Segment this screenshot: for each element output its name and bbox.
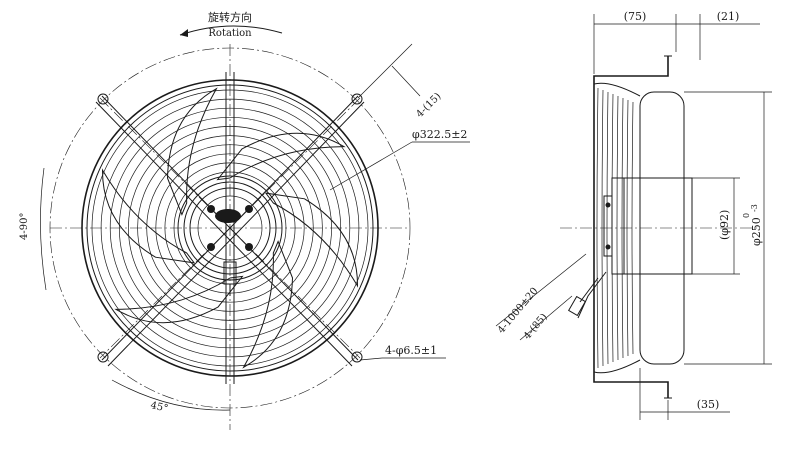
dim-bolt-circle: φ322.5±2 — [412, 128, 467, 141]
dim-flange-offset: (21) — [717, 10, 740, 23]
fan-blade — [216, 132, 346, 181]
guard-wire-profile — [631, 101, 634, 355]
dim-guard-tol-upper: 0 — [742, 213, 751, 218]
dim-strip-leader — [519, 295, 573, 341]
motor-screw — [605, 244, 611, 250]
spoke-b-edge-2 — [107, 101, 365, 367]
motor-rear-cap — [603, 195, 613, 257]
dim-angle-spacing: 4-90° — [19, 213, 30, 240]
fan-blade — [101, 168, 196, 264]
dim-bolt-leader — [329, 141, 413, 191]
dim-motor-diameter: (φ92) — [718, 210, 731, 240]
fan-blades — [101, 87, 359, 369]
guard-rim-bottom — [593, 359, 641, 374]
mount-hole-ne — [351, 93, 363, 105]
motor-screw — [605, 202, 611, 208]
guard-rim-top — [593, 82, 641, 97]
dim-slot-line — [391, 65, 421, 97]
dim-slot-extension — [357, 43, 413, 99]
dim-base-depth: (35) — [697, 398, 720, 411]
cable-edge — [579, 277, 599, 303]
brand-logo — [215, 209, 241, 223]
fan-blade — [264, 192, 359, 288]
dim-guard-diameter: φ250 — [750, 217, 763, 246]
guard-wire-profile — [596, 87, 599, 369]
dim-angle-offset: 45° — [149, 400, 169, 414]
rotation-label-cn: 旋转方向 — [208, 10, 252, 24]
mount-hole-sw — [97, 351, 109, 363]
dim-guard-tol-lower: -3 — [750, 204, 759, 212]
dim-cable-strip: 4-(85) — [522, 312, 550, 342]
guard-wire-profile — [616, 95, 619, 361]
mount-holes — [97, 93, 363, 363]
dim-cable-leader — [495, 253, 587, 327]
rotation-label-en: Rotation — [208, 28, 252, 39]
mount-hole-se — [351, 351, 363, 363]
dim-hole-callout: 4-φ6.5±1 — [385, 344, 437, 357]
centerline-diag-2 — [99, 97, 361, 359]
fan-blade — [166, 87, 218, 216]
fan-blade — [242, 240, 294, 369]
rotation-arrowhead — [180, 29, 188, 37]
cable — [577, 271, 607, 319]
mounting-bracket — [593, 56, 669, 398]
dim-depth-overall: (75) — [624, 10, 647, 23]
dim-mount-slot: 4-(15) — [414, 91, 443, 120]
front-view: 旋转方向 Rotation 4-(15) φ322.5±2 4-φ6.5±1 4… — [19, 10, 470, 430]
dim-hole-leader — [359, 357, 383, 361]
dim-angle-arc — [40, 167, 47, 291]
cable-gland-side — [567, 295, 587, 317]
mount-hole-nw — [97, 93, 109, 105]
rotation-arc — [179, 25, 283, 36]
dim-offset-arc — [111, 379, 231, 411]
side-view: (75) (21) (φ92) φ250 0 -3 4-1000±20 4-(8… — [495, 10, 772, 420]
